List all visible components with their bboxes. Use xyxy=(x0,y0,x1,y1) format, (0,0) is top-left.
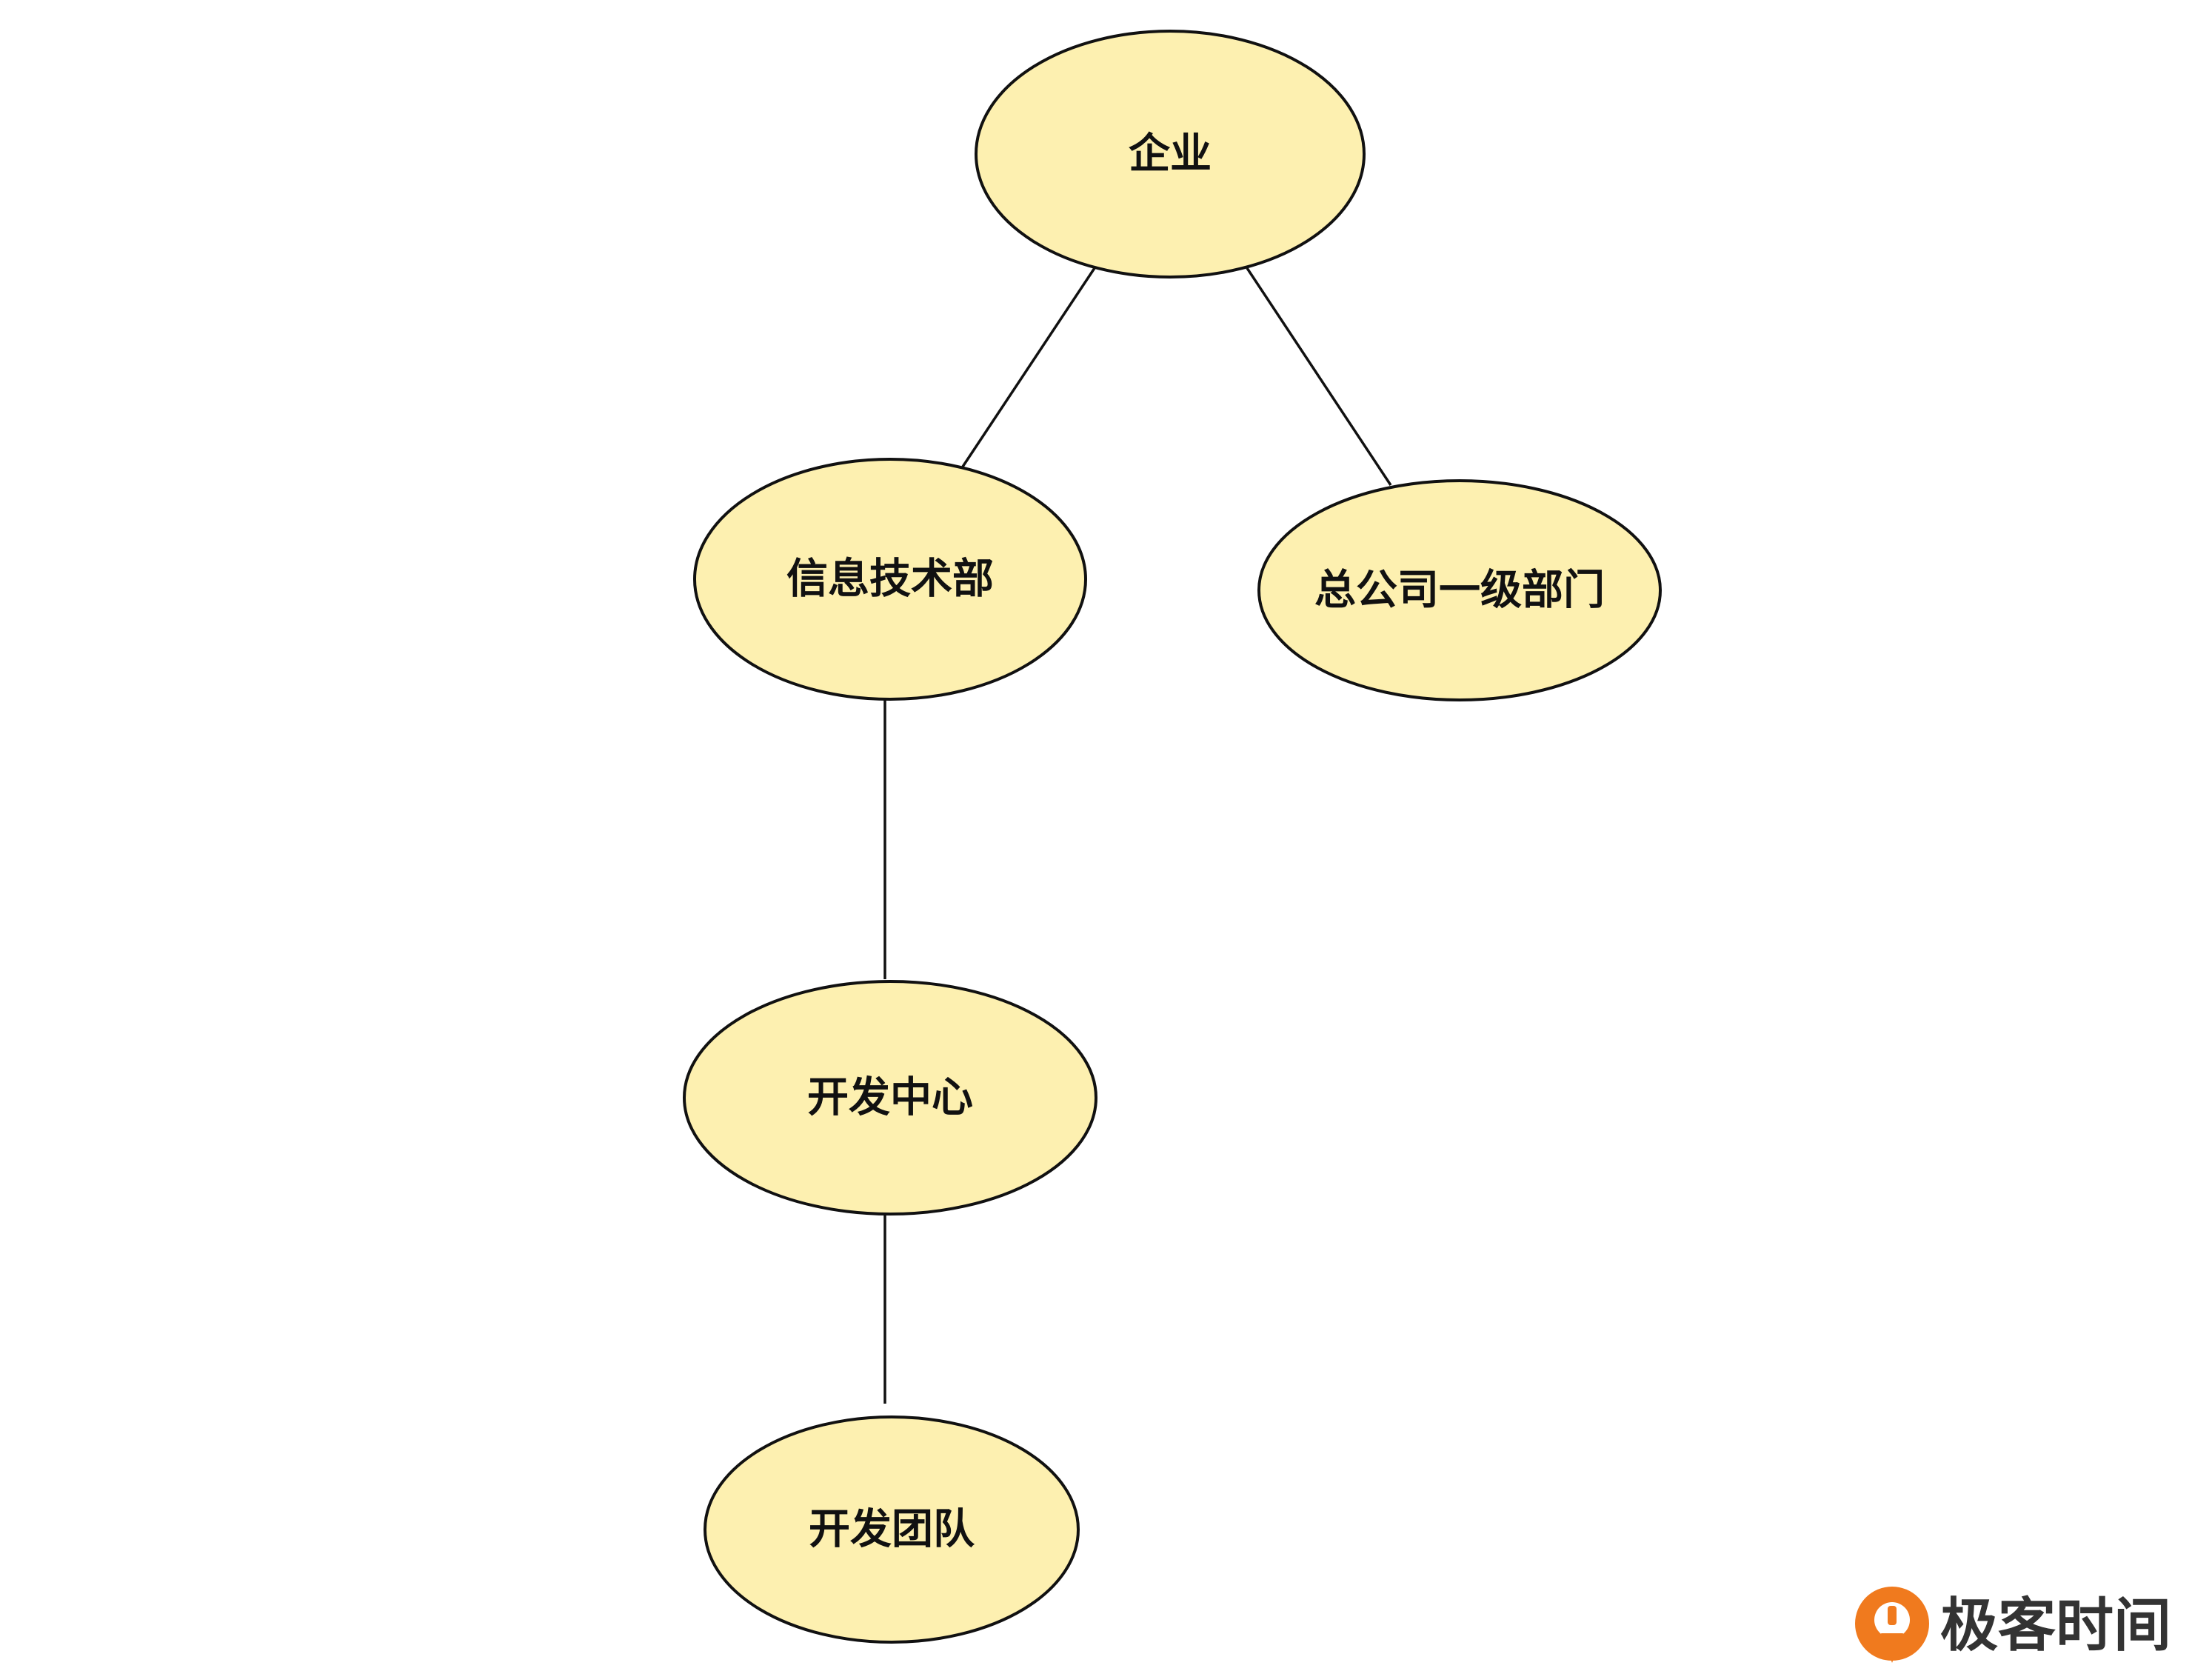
node-dev-team-ellipse xyxy=(704,1415,1080,1644)
watermark: 极客时间 xyxy=(1855,1587,2171,1663)
node-dev-center-label: 开发中心 xyxy=(807,1074,973,1122)
edge-enterprise-it-department xyxy=(961,267,1096,467)
node-hq-primary-department-ellipse xyxy=(1257,479,1662,701)
node-enterprise-label: 企业 xyxy=(1129,130,1212,179)
node-it-department-ellipse xyxy=(693,458,1087,701)
node-dev-team-label: 开发团队 xyxy=(809,1506,975,1554)
node-dev-center: 开发中心 xyxy=(683,980,1097,1216)
watermark-brand-text: 极客时间 xyxy=(1940,1593,2171,1659)
node-dev-team: 开发团队 xyxy=(704,1415,1080,1644)
node-hq-primary-department-label: 总公司一级部门 xyxy=(1314,567,1605,615)
geektime-logo-icon xyxy=(1855,1587,1929,1663)
edge-enterprise-hq-primary-department xyxy=(1246,267,1392,486)
node-it-department-label: 信息技术部 xyxy=(786,556,994,604)
node-hq-primary-department: 总公司一级部门 xyxy=(1257,479,1662,701)
node-dev-center-ellipse xyxy=(683,980,1097,1216)
node-enterprise: 企业 xyxy=(975,30,1366,279)
node-enterprise-ellipse xyxy=(975,30,1366,279)
node-it-department: 信息技术部 xyxy=(693,458,1087,701)
